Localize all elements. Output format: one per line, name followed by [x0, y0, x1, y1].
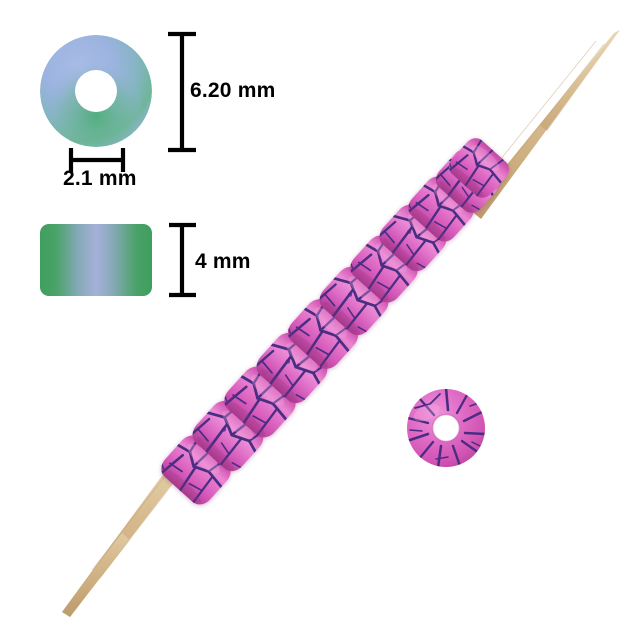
thickness-label: 4 mm: [195, 250, 251, 273]
outer-diameter-label: 6.20 mm: [190, 79, 276, 102]
dimension-thickness: [169, 222, 196, 298]
bead-side-view-schematic: [40, 224, 152, 296]
loose-bead-top-view: [407, 389, 485, 467]
bead-top-view-schematic: [40, 35, 152, 151]
dimension-outer-diameter: [168, 31, 196, 153]
dimension-hole-diameter: [68, 148, 126, 172]
hole-diameter-label: 2.1 mm: [63, 167, 137, 190]
